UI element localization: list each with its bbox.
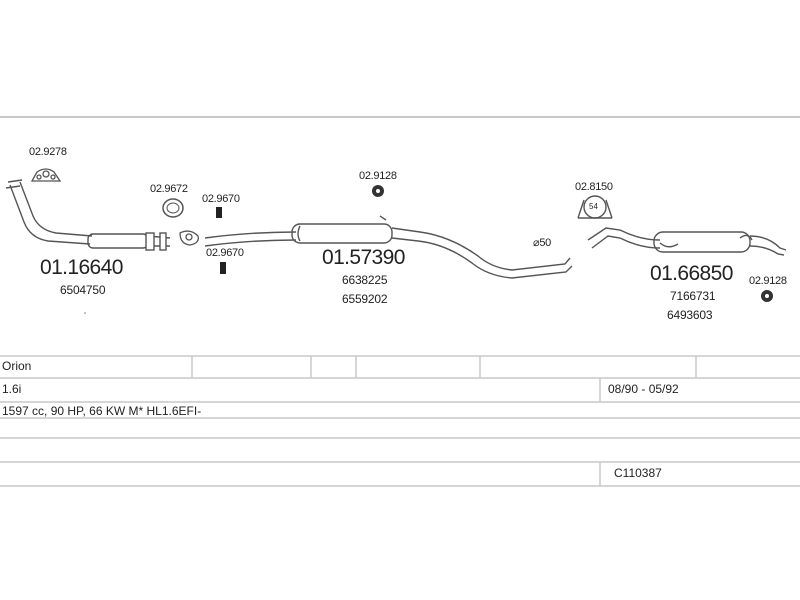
rear-silencer-number: 01.66850	[650, 262, 733, 285]
mid-silencer-number: 01.57390	[322, 246, 405, 269]
bolt-lower-icon	[220, 262, 226, 274]
model-cell: Orion	[2, 359, 32, 373]
front-pipe-oem: 6504750	[60, 283, 106, 297]
mid-hanger-label: 02.9128	[359, 170, 397, 182]
ring-gasket-icon	[162, 198, 184, 218]
rear-silencer-oem-1: 7166731	[670, 289, 716, 303]
bolt-upper-label: 02.9670	[202, 193, 240, 205]
engine-cell: 1.6i	[2, 382, 22, 396]
bolt-lower-label: 02.9670	[206, 247, 244, 259]
spec-cell: 1597 cc, 90 HP, 66 KW M* HL1.6EFI-	[2, 404, 202, 418]
flange-gasket-label: 02.9278	[29, 146, 67, 158]
rear-clamp-icon	[577, 195, 613, 219]
diameter-label: ⌀50	[533, 237, 551, 249]
rear-clamp-size: 54	[589, 202, 598, 211]
rear-pipe	[587, 227, 787, 256]
middle-pipe	[204, 223, 573, 279]
code-cell: C110387	[614, 466, 662, 480]
ring-gasket-label: 02.9672	[150, 183, 188, 195]
rear-silencer-oem-2: 6493603	[667, 308, 713, 322]
rear-clamp-label: 02.8150	[575, 181, 613, 193]
dates-cell: 08/90 - 05/92	[608, 382, 679, 396]
bolt-upper-icon	[216, 207, 222, 218]
front-pipe-number: 01.16640	[40, 256, 123, 279]
rear-hanger-icon	[761, 290, 773, 302]
mid-silencer-oem-2: 6559202	[342, 292, 388, 306]
mid-hanger-icon	[372, 185, 384, 197]
mid-silencer-oem-1: 6638225	[342, 273, 388, 287]
rear-hanger-label: 02.9128	[749, 275, 787, 287]
flange-gasket-icon	[30, 168, 62, 182]
front-pipe	[5, 179, 171, 251]
info-table-grid	[0, 355, 800, 487]
small-flange-icon	[179, 230, 199, 246]
